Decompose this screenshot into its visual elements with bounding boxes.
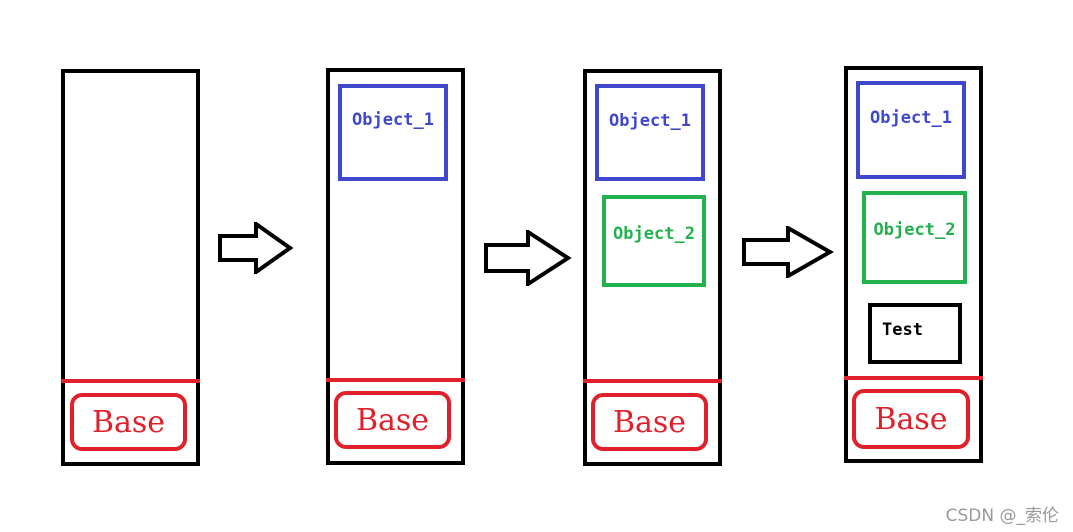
stack-stage-2 xyxy=(326,68,465,465)
object-1-box: Object_1 xyxy=(595,84,705,181)
right-arrow-icon xyxy=(742,226,834,278)
stack-divider-1 xyxy=(61,379,200,383)
right-arrow-icon xyxy=(218,222,294,274)
base-box-2: Base xyxy=(334,391,451,449)
base-box-4: Base xyxy=(852,389,970,449)
stack-stage-1 xyxy=(61,69,200,466)
base-box-3: Base xyxy=(591,393,708,451)
object-1-box: Object_1 xyxy=(856,81,966,179)
object-2-box: Object_2 xyxy=(862,191,967,284)
object-2-box: Object_2 xyxy=(602,195,706,287)
right-arrow-icon xyxy=(484,230,572,286)
stack-divider-3 xyxy=(583,379,722,383)
stack-divider-4 xyxy=(844,376,983,380)
object-1-box: Object_1 xyxy=(338,84,448,181)
watermark-text: CSDN @_索伦 xyxy=(945,506,1059,526)
test-box: Test xyxy=(868,303,962,364)
stack-divider-2 xyxy=(326,378,465,382)
base-box-1: Base xyxy=(70,393,187,451)
